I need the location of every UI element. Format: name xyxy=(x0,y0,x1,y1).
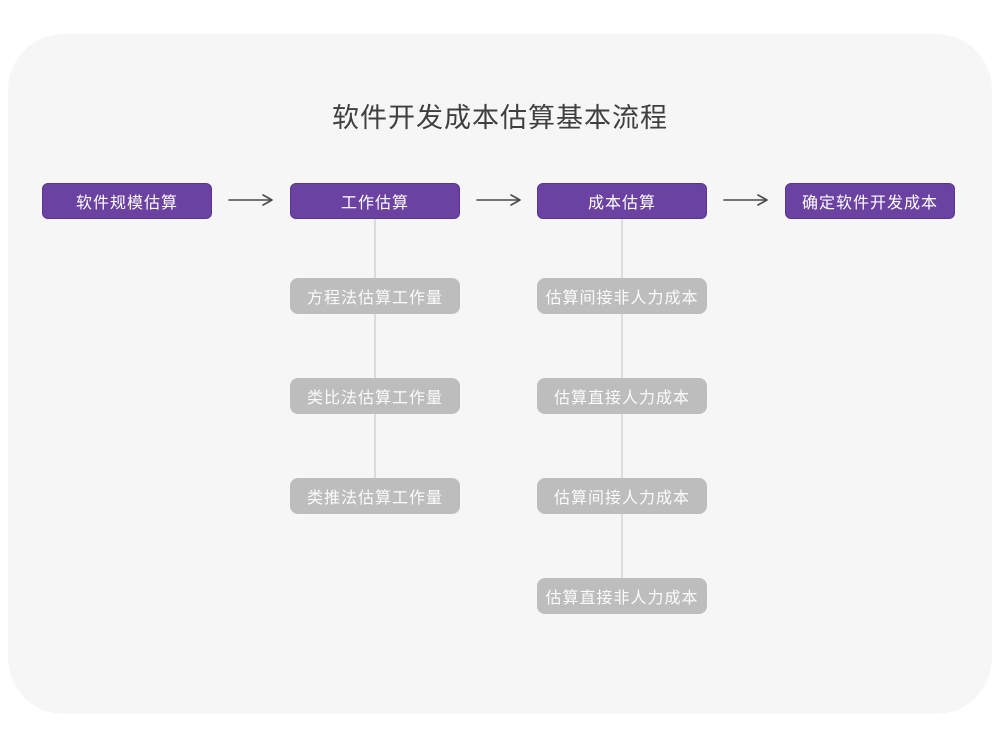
right-arrow-icon xyxy=(723,194,768,206)
node-direct-labor-cost: 估算直接人力成本 xyxy=(537,378,707,414)
node-software-scale-estimation: 软件规模估算 xyxy=(42,183,212,219)
diagram-title: 软件开发成本估算基本流程 xyxy=(332,103,668,133)
node-direct-nonlabor-cost: 估算直接非人力成本 xyxy=(537,578,707,614)
right-arrow-icon xyxy=(476,194,521,206)
right-arrow-icon xyxy=(228,194,273,206)
node-determine-development-cost: 确定软件开发成本 xyxy=(785,183,955,219)
node-equation-method-workload: 方程法估算工作量 xyxy=(290,278,460,314)
node-analogy-method-workload: 类比法估算工作量 xyxy=(290,378,460,414)
node-indirect-nonlabor-cost: 估算间接非人力成本 xyxy=(537,278,707,314)
node-extrapolation-method-workload: 类推法估算工作量 xyxy=(290,478,460,514)
node-indirect-labor-cost: 估算间接人力成本 xyxy=(537,478,707,514)
node-cost-estimation: 成本估算 xyxy=(537,183,707,219)
diagram-card xyxy=(8,34,992,714)
node-work-estimation: 工作估算 xyxy=(290,183,460,219)
connector-line-work-estimation xyxy=(374,219,376,496)
